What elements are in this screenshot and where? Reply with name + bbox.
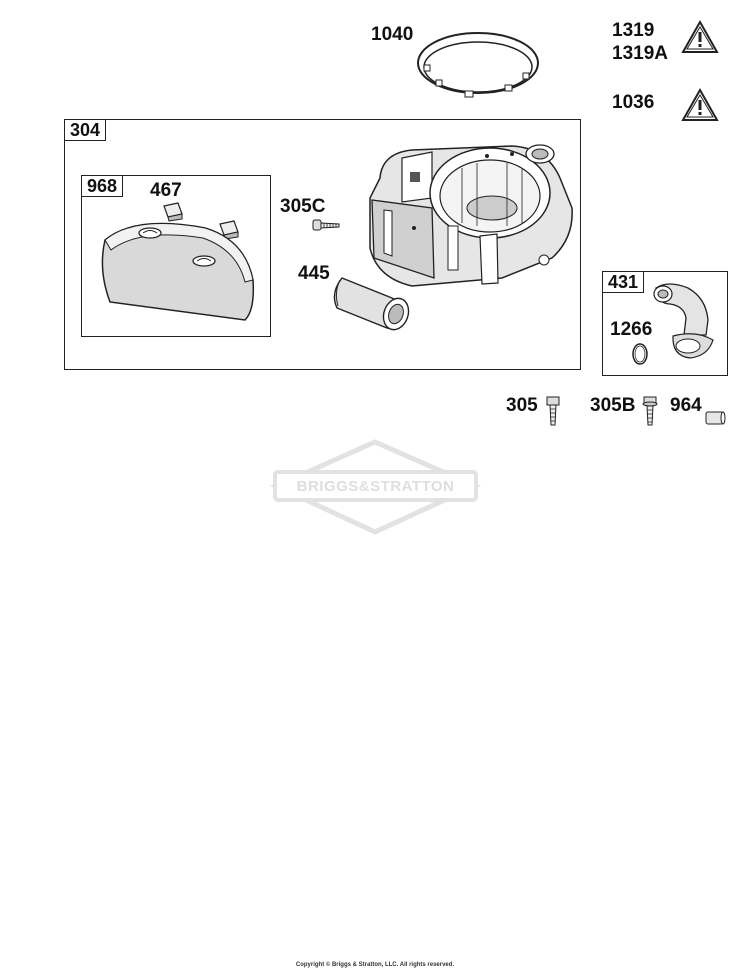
cover-968-drawing [101,222,255,321]
elbow-431-drawing [632,283,714,365]
warning-triangle-icon [681,87,719,121]
bolt-305-drawing [546,396,560,426]
clip-467-drawing [163,202,239,240]
part-label-1319[interactable]: 1319 [612,20,655,41]
blower-housing-drawing [369,144,573,287]
part-label-304[interactable]: 304 [64,119,107,141]
bolt-305b-drawing [642,396,658,426]
screw-305c-drawing [312,219,340,231]
part-label-467[interactable]: 467 [150,180,182,201]
part-label-445[interactable]: 445 [298,263,330,284]
sleeve-445-drawing [333,277,410,331]
copyright-text: Copyright © Briggs & Stratton, LLC. All … [295,962,455,968]
brand-watermark-text: BRIGGS&STRATTON [296,478,455,495]
assembly-box-304 [64,119,581,370]
part-label-968[interactable]: 968 [81,175,124,197]
part-label-1266[interactable]: 1266 [610,319,653,340]
part-label-1040[interactable]: 1040 [371,24,414,45]
sleeve-964-drawing [705,411,726,425]
brand-watermark-logo [269,439,482,535]
part-label-964[interactable]: 964 [670,395,702,416]
part-label-431[interactable]: 431 [602,271,645,293]
assembly-box-968 [81,175,271,337]
part-label-1319a[interactable]: 1319A [612,43,668,64]
part-label-305b[interactable]: 305B [590,395,636,416]
ring-1040-drawing [417,32,539,98]
assembly-box-431 [602,271,728,376]
warning-triangle-icon [681,19,719,53]
part-label-1036[interactable]: 1036 [612,92,655,113]
part-label-305[interactable]: 305 [506,395,538,416]
part-label-305c[interactable]: 305C [280,196,326,217]
